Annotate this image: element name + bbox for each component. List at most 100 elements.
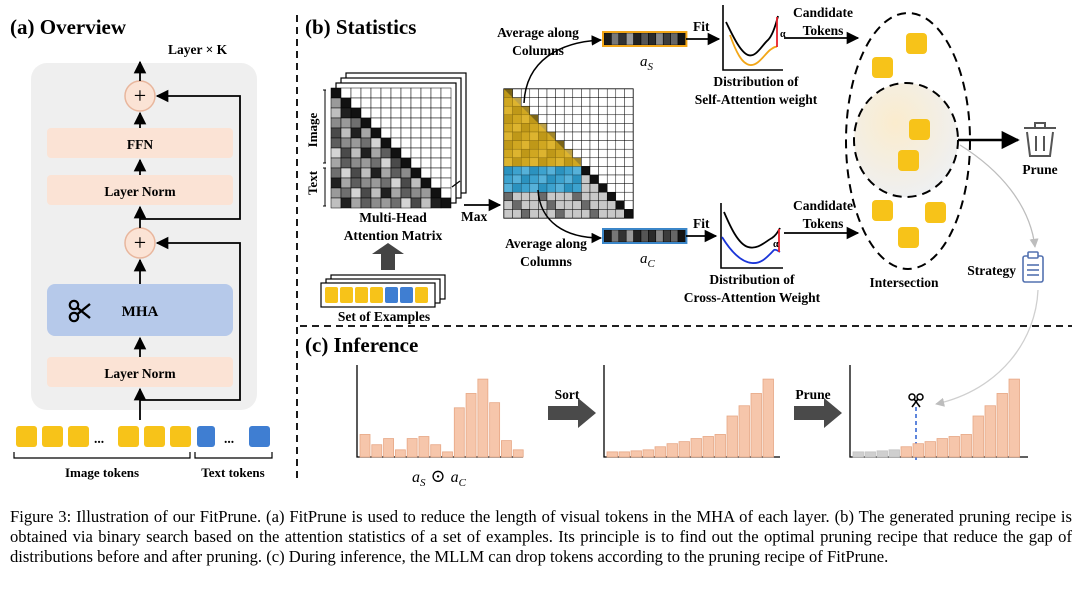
matrix-cell: [546, 88, 556, 98]
matrix-cell: [598, 183, 608, 193]
score-bar: [936, 438, 948, 458]
matrix-cell: [390, 187, 402, 199]
matrix-cell: [340, 97, 352, 109]
matrix-cell: [400, 197, 412, 209]
matrix-cell: [330, 87, 342, 99]
matrix-cell: [563, 191, 574, 202]
matrix-cell: [400, 127, 412, 139]
matrix-cell: [598, 123, 608, 133]
matrix-cell: [538, 88, 548, 98]
matrix-cell: [606, 88, 617, 98]
score-formula: aS⊙aC: [412, 466, 467, 489]
matrix-cell: [360, 137, 372, 149]
matrix-cell: [340, 167, 352, 179]
matrix-cell: [380, 157, 392, 169]
intersection-ellipse: [853, 82, 959, 198]
matrix-cell: [330, 147, 342, 159]
matrix-cell: [581, 123, 591, 133]
matrix-cell: [420, 87, 432, 99]
matrix-cell: [430, 107, 442, 119]
vector-ac-cell: [648, 229, 657, 243]
matrix-cell: [350, 87, 362, 99]
matrix-cell: [598, 148, 608, 159]
matrix-cell: [420, 137, 432, 149]
max-tick: [451, 180, 461, 188]
candidate-top-line2: Tokens: [803, 23, 844, 38]
axis-text-label: Text: [305, 170, 320, 195]
matrix-cell: [330, 197, 342, 209]
matrix-cell: [370, 187, 382, 199]
candidate-bottom-line2: Tokens: [803, 216, 844, 231]
mha-box: [47, 284, 233, 336]
matrix-cell: [390, 177, 402, 189]
matrix-cell: [420, 147, 432, 159]
matrix-cell: [538, 105, 548, 116]
matrix-cell: [400, 157, 412, 169]
vector-ac-cell: [611, 229, 620, 243]
matrix-cell: [350, 147, 362, 159]
matrix-cell: [581, 148, 591, 159]
matrix-cell: [606, 191, 617, 202]
score-bar: [477, 378, 489, 458]
matrix-cell: [420, 97, 432, 109]
score-bar: [465, 393, 477, 458]
matrix-cell: [350, 127, 362, 139]
cross-attention-distribution-plot: α: [720, 203, 783, 269]
image-token: [16, 426, 37, 447]
prune-arrow-inference: [794, 398, 842, 428]
matrix-cell: [624, 88, 634, 98]
layer-norm-bottom-label: Layer Norm: [104, 366, 176, 381]
matrix-cell: [380, 97, 392, 109]
matrix-cell: [430, 157, 442, 169]
as-label: aS: [640, 54, 654, 73]
scissors-icon: [908, 393, 924, 408]
matrix-cell: [360, 87, 372, 99]
avg-arrow-self: [523, 35, 603, 104]
example-token: [355, 287, 368, 303]
matrix-cell: [340, 127, 352, 139]
matrix-cell: [330, 107, 342, 119]
score-bar: [690, 438, 702, 458]
matrix-cell: [390, 197, 402, 209]
matrix-cell: [581, 140, 591, 150]
statistics-title: (b) Statistics: [305, 15, 416, 39]
matrix-cell: [370, 137, 382, 149]
matrix-cell: [420, 117, 432, 129]
matrix-cell: [380, 107, 392, 119]
matrix-cell: [430, 187, 442, 199]
matrix-cell: [615, 148, 625, 159]
vector-ac-cell: [603, 229, 612, 243]
matrix-cell: [606, 174, 617, 184]
matrix-cell: [598, 200, 608, 210]
example-token: [415, 287, 428, 303]
matrix-cell: [370, 117, 382, 129]
score-bar: [618, 451, 630, 458]
alpha-label-bottom: α: [773, 239, 779, 250]
matrix-cell: [598, 114, 608, 124]
score-bar: [489, 402, 501, 458]
matrix-cell: [330, 187, 342, 199]
vector-ac-cell: [670, 229, 679, 243]
matrix-cell: [370, 157, 382, 169]
matrix-cell: [589, 88, 599, 98]
matrix-cell: [615, 209, 625, 219]
score-bar: [442, 451, 453, 458]
score-bar: [714, 434, 726, 458]
matrix-cell: [624, 140, 634, 150]
matrix-cell: [390, 127, 402, 139]
matrix-cell: [440, 167, 452, 179]
matrix-cell: [400, 147, 412, 159]
matrix-cell: [615, 200, 625, 210]
matrix-cell: [430, 147, 442, 159]
matrix-cell: [512, 88, 522, 98]
prune-label-inference: Prune: [795, 387, 830, 402]
vector-as-cell: [662, 32, 671, 46]
intersection-label: Intersection: [870, 275, 939, 290]
matrix-cell: [340, 147, 352, 159]
matrix-cell: [589, 183, 599, 193]
matrix-cell: [340, 117, 352, 129]
tokens-ellipsis: ...: [94, 431, 104, 446]
matrix-cell: [572, 123, 582, 133]
matrix-cell: [512, 209, 522, 219]
matrix-cell: [410, 187, 422, 199]
